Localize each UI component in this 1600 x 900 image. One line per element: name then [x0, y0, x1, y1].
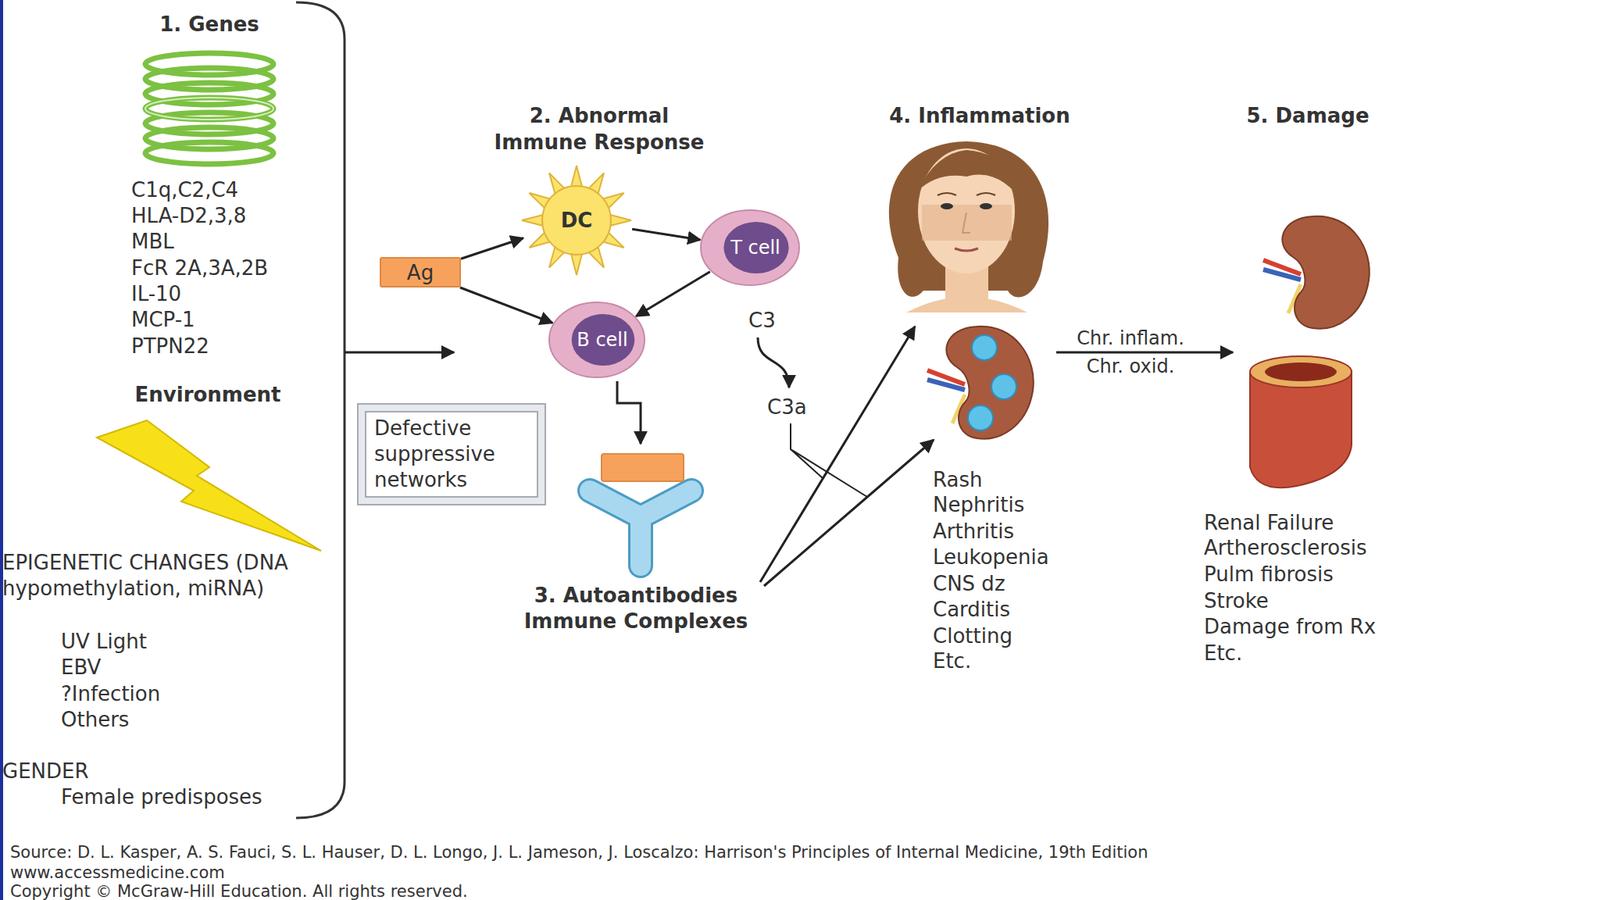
bound-antigen: [601, 453, 684, 482]
flow-arrow: [764, 439, 934, 586]
node-label: B cell: [565, 328, 628, 351]
malar-rash: [921, 204, 1012, 241]
eyebrows: [937, 192, 996, 196]
text-label: Rash: [932, 466, 983, 493]
text-label: Chr. inflam.: [1028, 326, 1233, 351]
connector-arrow: [460, 287, 553, 323]
b-cell: B cell: [547, 300, 647, 379]
node-label: T cell: [719, 236, 781, 259]
mouth: [954, 248, 979, 251]
text-label: Pulm fibrosis: [1203, 560, 1334, 588]
text-label: MBL: [131, 228, 175, 255]
section-heading: 4. Inflammation: [823, 102, 1136, 129]
text-label: Female predisposes: [60, 783, 263, 811]
text-label: Artherosclerosis: [1203, 534, 1368, 561]
nose: [962, 212, 971, 233]
eye: [979, 203, 993, 210]
text-label: Damage from Rx: [1203, 613, 1376, 640]
text-label: C3: [748, 307, 776, 334]
text-label: EBV: [60, 653, 101, 681]
t-cell: T cell: [699, 208, 801, 287]
node-label: Defective suppressive networks: [364, 410, 539, 498]
text-label: Clotting: [932, 622, 1013, 650]
inflammation-spot: [967, 405, 993, 431]
text-label: IL-10: [131, 280, 182, 308]
artery-opening: [1250, 356, 1352, 388]
text-label: Renal Failure: [1203, 509, 1334, 536]
text-label: Arthritis: [932, 517, 1015, 545]
dna-coil-ring: [145, 142, 274, 165]
bangs: [917, 150, 1017, 194]
face-illustration: [889, 141, 1049, 313]
text-label: Etc.: [1203, 639, 1243, 667]
text-label: PTPN22: [131, 332, 210, 360]
note-box: Defective suppressive networks: [357, 403, 547, 506]
text-label: UV Light: [60, 628, 147, 655]
dna-coil-ring: [145, 97, 274, 120]
damaged-kidney: [1263, 216, 1370, 329]
section-heading: 3. Autoantibodies Immune Complexes: [503, 582, 769, 635]
text-label: Nephritis: [932, 491, 1025, 518]
dna-coil-highlight: [145, 97, 274, 120]
section-heading: 2. Abnormal Immune Response: [482, 102, 717, 156]
connector-arrow: [632, 228, 700, 240]
text-label: GENDER: [2, 757, 90, 785]
complement-leader: [790, 423, 868, 497]
antibody-outline: [589, 490, 692, 566]
lightning-bolt: [96, 420, 322, 551]
artery-illustration: [1250, 356, 1352, 488]
node-label: DC: [560, 208, 593, 233]
text-label: Others: [60, 706, 129, 733]
text-label: CNS dz: [932, 570, 1006, 597]
complement-arrow: [757, 337, 790, 388]
inflammation-spot: [991, 374, 1017, 400]
artery-lumen: [1264, 362, 1337, 382]
dna-coil: [145, 53, 274, 165]
eye: [940, 203, 954, 210]
connector-arrow: [635, 271, 711, 317]
text-label: FcR 2A,3A,2B: [131, 254, 268, 282]
flow-arrow: [344, 351, 454, 354]
text-label: EPIGENETIC CHANGES (DNA hypomethylation,…: [2, 550, 300, 602]
inflammation-spot: [971, 335, 997, 361]
text-label: Carditis: [932, 596, 1011, 623]
section-heading: 1. Genes: [92, 10, 327, 38]
flow-arrow: [760, 326, 915, 583]
text-label: Stroke: [1203, 587, 1269, 615]
text-label: Etc.: [932, 647, 972, 675]
cell-membrane: [700, 210, 800, 286]
antibody-symbol: [589, 453, 692, 566]
text-label: MCP-1: [131, 306, 196, 333]
text-label: www.accessmedicine.com: [10, 862, 225, 884]
node-label: Ag: [407, 260, 434, 285]
text-label: Copyright © McGraw-Hill Education. All r…: [10, 881, 468, 900]
antigen-box: Ag: [379, 257, 461, 288]
antibody-body: [589, 490, 692, 566]
kidney-shape: [1263, 216, 1370, 329]
connector-arrow: [460, 238, 524, 259]
kidney-shape: [927, 326, 1034, 440]
sun-body: [542, 185, 611, 255]
text-label: Source: D. L. Kasper, A. S. Fauci, S. L.…: [10, 842, 1148, 864]
section-heading: Environment: [90, 381, 325, 408]
text-label: HLA-D2,3,8: [131, 202, 247, 229]
text-label: C3a: [767, 393, 808, 421]
cell-membrane: [549, 302, 645, 378]
inflamed-kidney: [927, 326, 1034, 440]
text-label: Chr. oxid.: [1028, 354, 1233, 379]
flow-arrow: [617, 381, 641, 444]
dendritic-cell: DC: [520, 164, 633, 277]
text-label: Leukopenia: [932, 543, 1050, 571]
grouping-bracket: [296, 2, 345, 818]
text-label: ?Infection: [60, 680, 161, 708]
section-heading: 5. Damage: [1190, 102, 1425, 129]
text-label: C1q,C2,C4: [131, 176, 239, 204]
flow-arrow: [1056, 351, 1233, 354]
artery-wall: [1250, 371, 1352, 488]
